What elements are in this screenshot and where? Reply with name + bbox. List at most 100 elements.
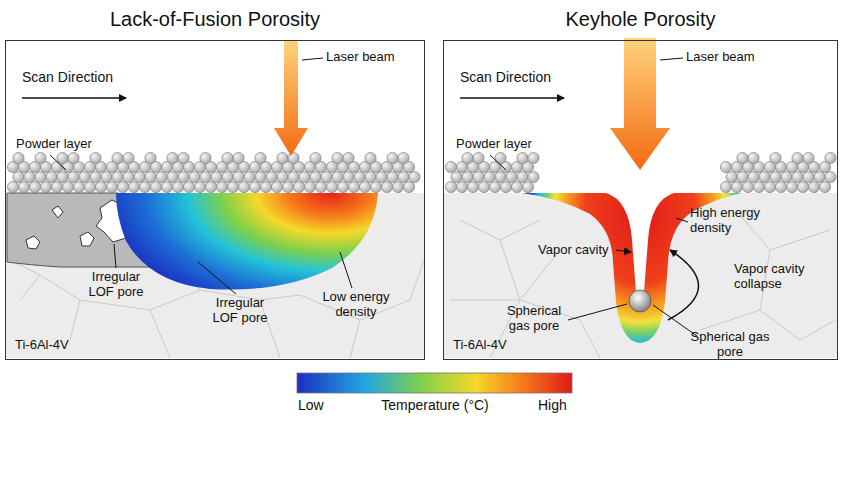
powder-particle (748, 171, 759, 182)
powder-particle (123, 171, 134, 182)
powder-particle (106, 181, 117, 192)
powder-particle (150, 181, 161, 192)
powder-particle (462, 152, 473, 163)
powder-particle (403, 181, 414, 192)
beam-label: Laser beam (326, 50, 395, 65)
powder-particle (145, 152, 156, 163)
powder-particle (117, 181, 128, 192)
powder-particle (445, 181, 456, 192)
powder-particle (277, 171, 288, 182)
powder-particle (500, 181, 511, 192)
powder-particle (720, 181, 731, 192)
powder-particle (348, 181, 359, 192)
powder-particle (759, 171, 770, 182)
powder-particle (57, 171, 68, 182)
powder-particle (354, 171, 365, 182)
powder-particle (803, 171, 814, 182)
cavity-label: Vapor cavity (538, 243, 609, 258)
powder-particle (409, 171, 420, 182)
powder-particle (726, 171, 737, 182)
powder-particle (178, 152, 189, 163)
powder-particle (194, 181, 205, 192)
powder-particle (392, 181, 403, 192)
powder-particle (337, 181, 348, 192)
powder-particle (343, 171, 354, 182)
powder-particle (365, 171, 376, 182)
powder-particle (825, 171, 836, 182)
powder-particle (167, 171, 178, 182)
powder-particle (266, 171, 277, 182)
scan-arrow (22, 97, 126, 99)
powder-particle (753, 181, 764, 192)
powder-particle (473, 171, 484, 182)
powder-particle (255, 171, 266, 182)
powder-particle (506, 171, 517, 182)
powder-particle (90, 171, 101, 182)
collapse-label: Vapor cavity collapse (734, 262, 824, 291)
powder-particle (456, 181, 467, 192)
leader-lines (50, 58, 699, 336)
powder-particle (731, 181, 742, 192)
gas-pore (629, 290, 651, 312)
powder-particle (167, 152, 178, 163)
powder-particle (282, 181, 293, 192)
powder-particle (211, 171, 222, 182)
powder-particle (381, 181, 392, 192)
powder-particle (271, 181, 282, 192)
powder-particle (511, 181, 522, 192)
powder-particle (326, 181, 337, 192)
powder-particle (79, 171, 90, 182)
powder-layer (7, 152, 836, 192)
powder-particle (172, 181, 183, 192)
powder-particle (249, 181, 260, 192)
powder-particle (57, 152, 68, 163)
powder-label: Powder layer (16, 137, 92, 152)
powder-particle (68, 171, 79, 182)
powder-particle (478, 181, 489, 192)
powder-particle (68, 152, 79, 163)
powder-particle (775, 181, 786, 192)
powder-particle (387, 171, 398, 182)
powder-particle (73, 181, 84, 192)
powder-particle (255, 152, 266, 163)
powder-particle (139, 181, 150, 192)
powder-particle (288, 152, 299, 163)
powder-particle (84, 181, 95, 192)
direction-label: Scan Direction (22, 70, 113, 86)
panel-title: Keyhole Porosity (444, 8, 837, 31)
powder-particle (332, 152, 343, 163)
powder-particle (304, 181, 315, 192)
powder-particle (95, 181, 106, 192)
powder-particle (398, 152, 409, 163)
powder-particle (445, 161, 456, 172)
powder-particle (451, 171, 462, 182)
powder-particle (489, 181, 500, 192)
powder-particle (522, 181, 533, 192)
powder-particle (200, 171, 211, 182)
powder-particle (462, 171, 473, 182)
powder-particle (205, 181, 216, 192)
vapor-cavity (606, 193, 674, 296)
powder-particle (495, 171, 506, 182)
laser-beam (274, 40, 308, 156)
powder-particle (310, 152, 321, 163)
pore-label: Spherical gas pore (498, 304, 570, 333)
powder-particle (387, 152, 398, 163)
powder-particle (365, 152, 376, 163)
powder-particle (288, 171, 299, 182)
powder-particle (819, 181, 830, 192)
panel-box: Keyhole PorosityTi-6Al-4V (443, 40, 838, 360)
powder-particle (222, 171, 233, 182)
powder-particle (528, 171, 539, 182)
powder-particle (315, 181, 326, 192)
powder-particle (398, 171, 409, 182)
powder-particle (134, 171, 145, 182)
powder-particle (473, 152, 484, 163)
powder-particle (90, 152, 101, 163)
lof-pore (80, 232, 94, 246)
powder-particle (764, 181, 775, 192)
temperature-colorbar (297, 373, 572, 393)
powder-particle (233, 171, 244, 182)
powder-particle (112, 171, 123, 182)
powder-particle (770, 152, 781, 163)
